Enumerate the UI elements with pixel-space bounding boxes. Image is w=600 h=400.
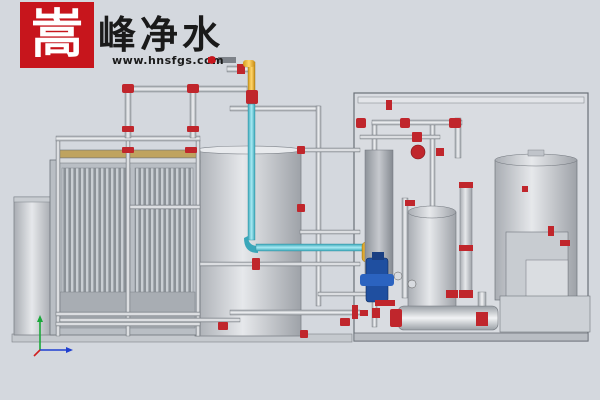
cartridge-filter	[459, 182, 473, 298]
skid-valves	[352, 240, 570, 319]
brand-name: 峰净水	[98, 12, 225, 57]
ro-membrane-housing	[390, 291, 499, 331]
brand-logo-char: 嵩	[30, 4, 83, 65]
brand-logo-background	[20, 2, 94, 68]
top-suction-piping	[122, 56, 361, 307]
high-pressure-pump	[360, 252, 417, 306]
left-storage-tank	[13, 196, 55, 336]
brand-url: www.hnsfgs.com	[112, 54, 225, 67]
xyz-axis-triad-icon	[33, 315, 73, 357]
red-square-icon	[208, 57, 215, 63]
lower-pipe-rack	[59, 258, 369, 338]
product-water-tank	[494, 149, 591, 333]
membrane-bioreactor	[49, 135, 201, 337]
